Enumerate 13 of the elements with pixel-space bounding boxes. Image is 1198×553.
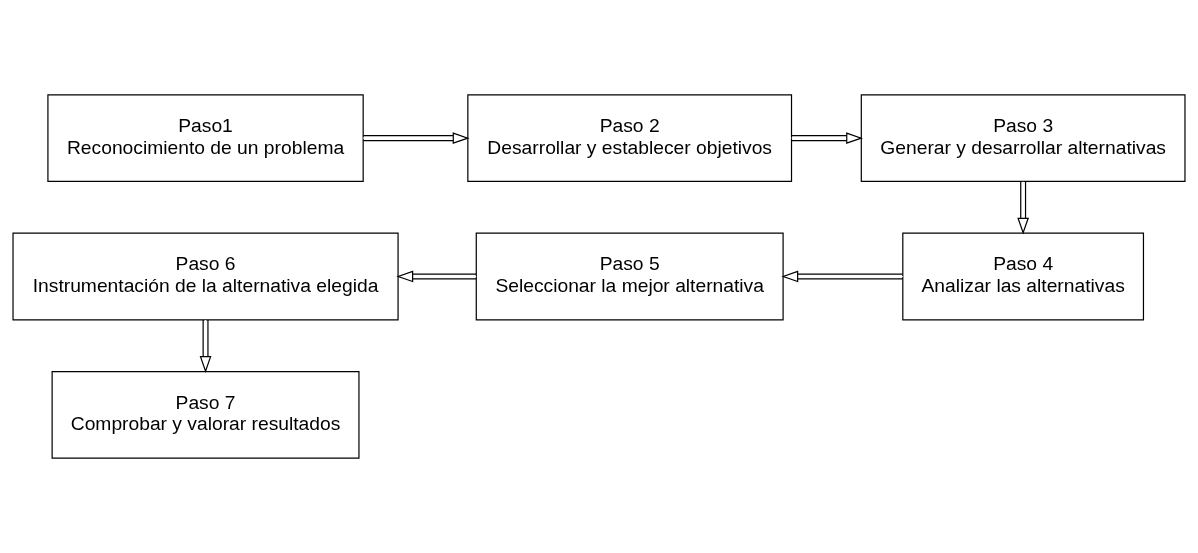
arrow xyxy=(199,319,212,373)
arrow xyxy=(1017,181,1030,235)
arrow xyxy=(396,270,477,283)
node-box: Paso 2 Desarrollar y establecer objetivos xyxy=(467,94,793,183)
arrow xyxy=(791,132,863,145)
node-box: Paso 7 Comprobar y valorar resultados xyxy=(51,370,360,459)
node-box: Paso 3 Generar y desarrollar alternativas xyxy=(860,94,1186,183)
node-box: Paso 6 Instrumentación de la alternativa elegida xyxy=(12,232,399,321)
node-box: Paso 5 Seleccionar la mejor alternativa xyxy=(475,232,784,321)
node-box: Paso1 Reconocimiento de un problema xyxy=(47,94,364,183)
arrow xyxy=(362,132,470,145)
arrow xyxy=(781,270,904,283)
node-box: Paso 4 Analizar las alternativas xyxy=(902,232,1145,321)
